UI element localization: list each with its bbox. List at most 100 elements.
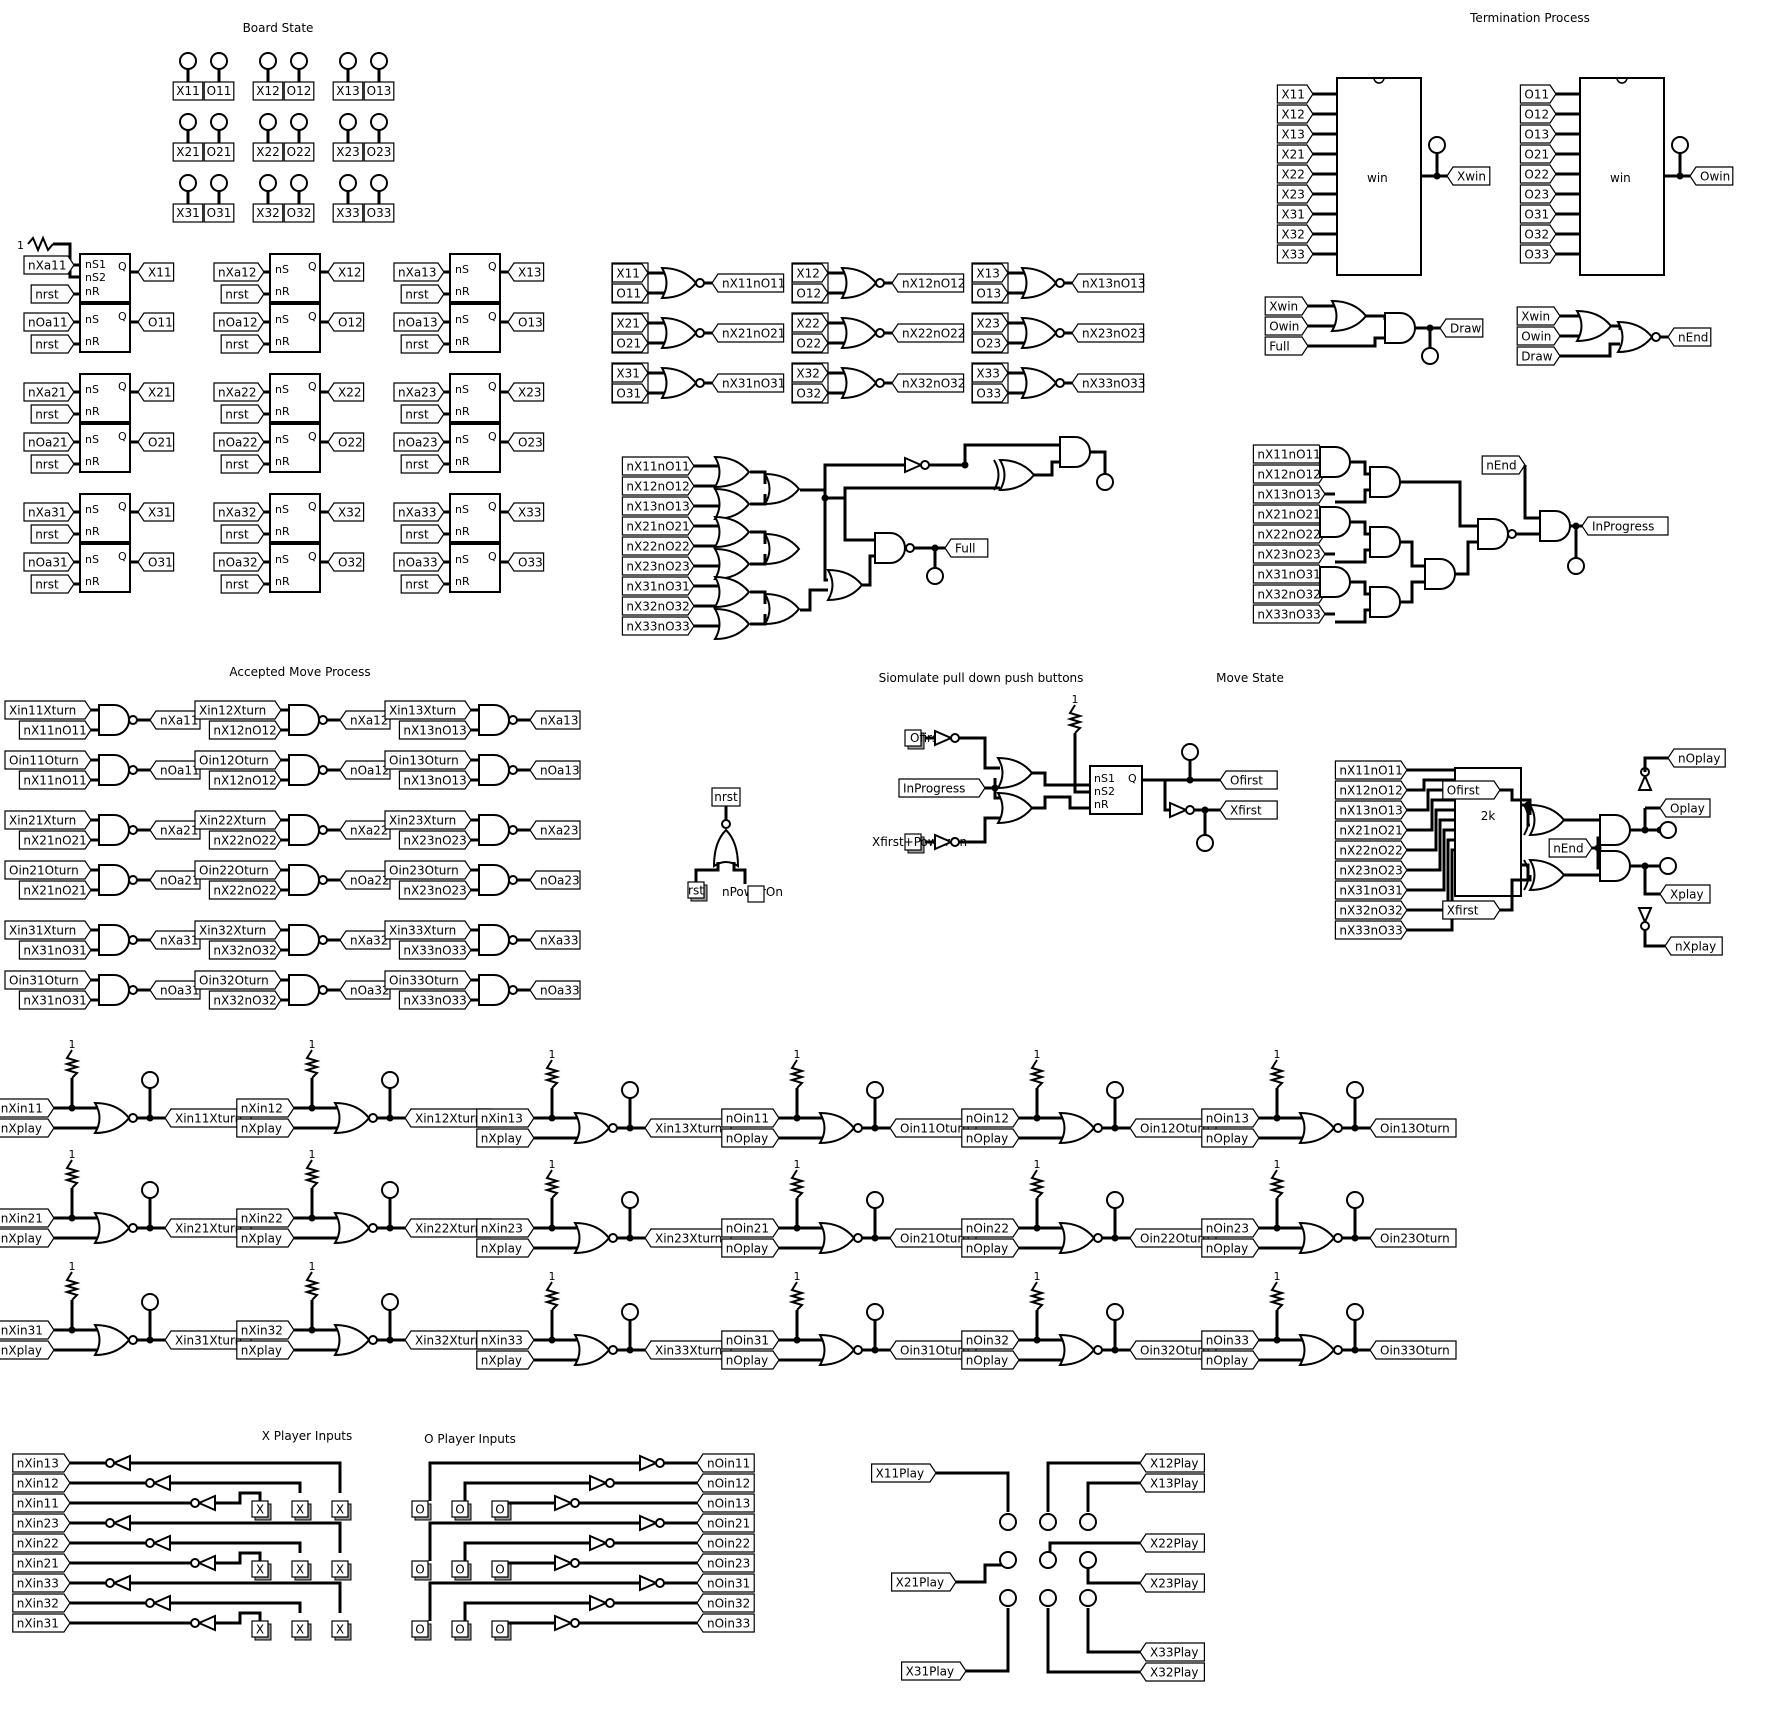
- tunnel-text: Full: [1269, 340, 1290, 354]
- tunnel-label: [721, 1128, 780, 1148]
- inverter-bubble: [318, 825, 328, 835]
- led-indicator: [1428, 136, 1446, 154]
- latch-pin: nS: [455, 313, 469, 326]
- button-label: X: [256, 1623, 264, 1637]
- or-gate: [763, 532, 801, 566]
- push-button: [411, 1560, 429, 1578]
- inverter-bubble: [318, 875, 328, 885]
- wire: [130, 1581, 342, 1613]
- latch-pin: nR: [85, 335, 100, 348]
- tunnel-text: X23Play: [1150, 1577, 1199, 1591]
- tunnel-text: nX23nO23: [626, 560, 689, 574]
- tunnel-text: nXin22: [17, 1537, 59, 1551]
- tunnel-text: O31: [616, 387, 641, 401]
- tunnel-text: Xin23Xturn: [655, 1232, 722, 1246]
- tunnel-label: [398, 830, 472, 850]
- tunnel-text: Xin11Xturn: [9, 704, 76, 718]
- tunnel-text: nOa31: [28, 556, 68, 570]
- push-button: [331, 1560, 349, 1578]
- tunnel-text: X33: [518, 506, 542, 520]
- tunnel-label: [400, 334, 445, 354]
- tunnel-label: [18, 990, 92, 1010]
- wire: [959, 816, 1000, 844]
- latch-pin: Q: [488, 430, 497, 443]
- tunnel-text: nX33nO33: [403, 944, 466, 958]
- latch-pin: Q: [488, 380, 497, 393]
- wire: [823, 498, 828, 582]
- tunnel-text: O13: [1524, 128, 1549, 142]
- wire: [1086, 1608, 1140, 1654]
- tunnel-text: O12: [796, 287, 821, 301]
- tunnel-label: [1659, 884, 1711, 904]
- and-gate: [1369, 466, 1401, 498]
- resistor-value: 1: [17, 239, 24, 252]
- inverter-bubble: [905, 543, 915, 553]
- led-indicator: [1659, 857, 1677, 875]
- tunnel-label: [12, 1533, 71, 1553]
- sr-latch: [79, 423, 131, 473]
- nor-gate: [1298, 1111, 1336, 1145]
- tunnel-text: Owin: [1521, 330, 1551, 344]
- latch-pin: nS: [85, 433, 99, 446]
- inverter-bubble: [1507, 529, 1517, 539]
- inverter-bubble: [655, 1578, 665, 1588]
- tunnel-label: [0, 1098, 55, 1118]
- tunnel-text: nOa11: [160, 764, 200, 778]
- tunnel-text: nX12nO12: [213, 724, 276, 738]
- tunnel-text: nOa12: [218, 316, 258, 330]
- tunnel-label: [208, 880, 282, 900]
- nor-gate: [1020, 266, 1058, 300]
- tunnel-label: [1252, 544, 1326, 564]
- wire: [130, 1521, 342, 1553]
- tunnel-text: nX12nO12: [902, 277, 965, 291]
- inverter-bubble: [1333, 1233, 1343, 1243]
- tunnel-text: nX12nO12: [213, 774, 276, 788]
- resistor-value: 1: [549, 1048, 556, 1061]
- chip-label: 2k: [1481, 809, 1496, 823]
- tunnel-text: Oin21Oturn: [900, 1232, 970, 1246]
- sr-latch: [449, 373, 501, 423]
- nand-gate: [98, 704, 130, 736]
- tunnel-label: [791, 263, 829, 283]
- tunnel-text: nrst: [35, 288, 59, 302]
- tunnel-text: nXa32: [218, 506, 256, 520]
- tunnel-text: nXin12: [17, 1477, 59, 1491]
- tunnel-label: [213, 382, 265, 402]
- tunnel-text: Oin31Oturn: [9, 974, 79, 988]
- tunnel-text: X11Play: [876, 1467, 925, 1481]
- tunnel-label: [220, 574, 265, 594]
- latch-pin: nS: [85, 553, 99, 566]
- tunnel-label: [12, 1473, 71, 1493]
- button-label: O: [415, 1563, 424, 1577]
- tunnel-text: Xin31Xturn: [9, 924, 76, 938]
- inverter-bubble: [128, 765, 138, 775]
- button-label: O: [455, 1563, 464, 1577]
- tunnel-label: [30, 284, 75, 304]
- tunnel-text: Xfirst: [1230, 804, 1262, 818]
- tunnel-label: [529, 870, 581, 890]
- board-led-text: X33: [336, 206, 360, 220]
- tunnel-text: Xwin: [1269, 300, 1298, 314]
- led-indicator: [179, 174, 197, 192]
- wire: [750, 470, 767, 484]
- nor-gate: [840, 266, 878, 300]
- tunnel-text: X12Play: [1150, 1457, 1199, 1471]
- tunnel-label: [398, 940, 472, 960]
- sr-latch: [79, 303, 131, 353]
- led-indicator: [999, 1551, 1017, 1569]
- wire: [1335, 548, 1370, 564]
- pull-up-resistor: [63, 1049, 81, 1079]
- tunnel-text: Owin: [1700, 170, 1730, 184]
- resistor-value: 1: [309, 1260, 316, 1273]
- tunnel-label: [0, 1340, 55, 1360]
- tunnel-label: [327, 552, 365, 572]
- latch-pin: nR: [455, 405, 470, 418]
- pull-up-resistor: [303, 1159, 321, 1189]
- led-indicator: [1096, 473, 1114, 491]
- tunnel-label: [1334, 900, 1408, 920]
- latch-pin: nR: [1094, 798, 1109, 811]
- title-termination-process: Termination Process: [1469, 11, 1590, 25]
- tunnel-text: nX21nO21: [626, 520, 689, 534]
- led-indicator: [1039, 1589, 1057, 1607]
- nand-gate: [288, 814, 320, 846]
